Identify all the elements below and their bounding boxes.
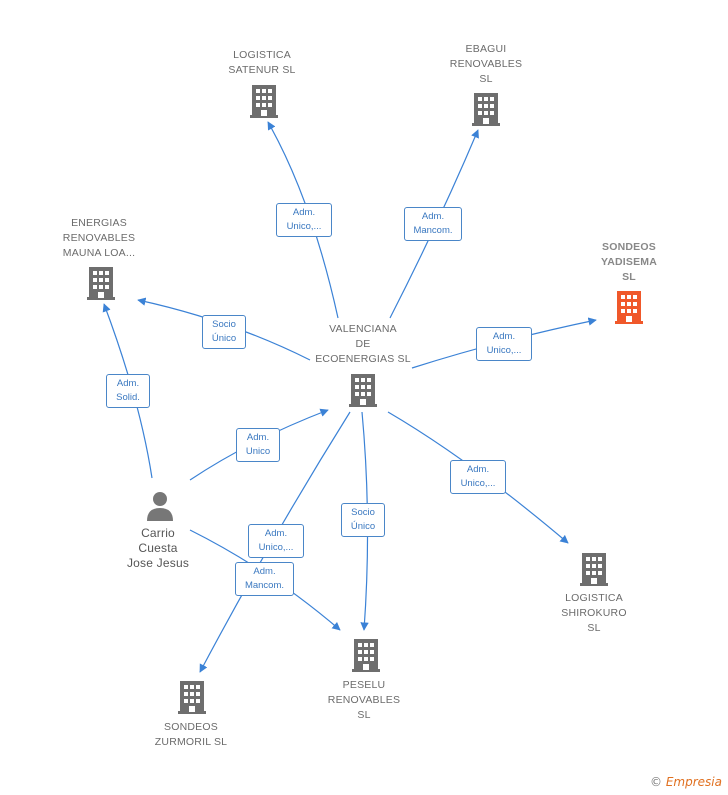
edge-label-e4[interactable]: Adm. Unico,... (476, 327, 532, 361)
node-label-ebagui[interactable]: EBAGUI RENOVABLES SL (449, 43, 523, 85)
peselu-building-icon[interactable] (350, 637, 382, 673)
person-icon[interactable] (145, 490, 175, 522)
sondeos-zurmoril-building-icon[interactable] (176, 679, 208, 715)
node-label-carrio[interactable]: Carrio Cuesta Jose Jesus (126, 526, 190, 570)
edge-label-e6[interactable]: Adm. Unico (236, 428, 280, 462)
edge-label-e5[interactable]: Adm. Solid. (106, 374, 150, 408)
edge-label-e2[interactable]: Adm. Mancom. (404, 207, 462, 241)
node-label-logistica-satenur[interactable]: LOGISTICA SATENUR SL (228, 49, 296, 76)
ebagui-building-icon[interactable] (470, 91, 502, 127)
edge-label-e1[interactable]: Adm. Unico,... (276, 203, 332, 237)
node-label-logistica-shirokuro[interactable]: LOGISTICA SHIROKURO SL (561, 592, 627, 634)
copyright-symbol: © (650, 775, 663, 789)
sondeos-yadisema-building-icon[interactable] (613, 289, 645, 325)
node-label-sondeos-yadisema[interactable]: SONDEOS YADISEMA SL (600, 241, 658, 283)
logistica-satenur-building-icon[interactable] (248, 83, 280, 119)
edge-label-e9[interactable]: Adm. Unico,... (248, 524, 304, 558)
logistica-shirokuro-building-icon[interactable] (578, 551, 610, 587)
empresia-copyright[interactable]: © Empresia (650, 775, 722, 789)
energias-building-icon[interactable] (85, 265, 117, 301)
node-label-peselu[interactable]: PESELU RENOVABLES SL (327, 679, 401, 721)
edge-label-e10[interactable]: Adm. Mancom. (235, 562, 294, 596)
node-label-sondeos-zurmoril[interactable]: SONDEOS ZURMORIL SL (154, 721, 228, 748)
valenciana-building-icon[interactable] (347, 372, 379, 408)
node-label-valenciana[interactable]: VALENCIANA DE ECOENERGIAS SL (315, 323, 411, 365)
node-label-energias[interactable]: ENERGIAS RENOVABLES MAUNA LOA... (62, 217, 136, 259)
edge-label-e8[interactable]: Socio Único (341, 503, 385, 537)
edge-label-e3[interactable]: Socio Único (202, 315, 246, 349)
empresia-logo: Empresia (665, 775, 722, 789)
edge-label-e7[interactable]: Adm. Unico,... (450, 460, 506, 494)
